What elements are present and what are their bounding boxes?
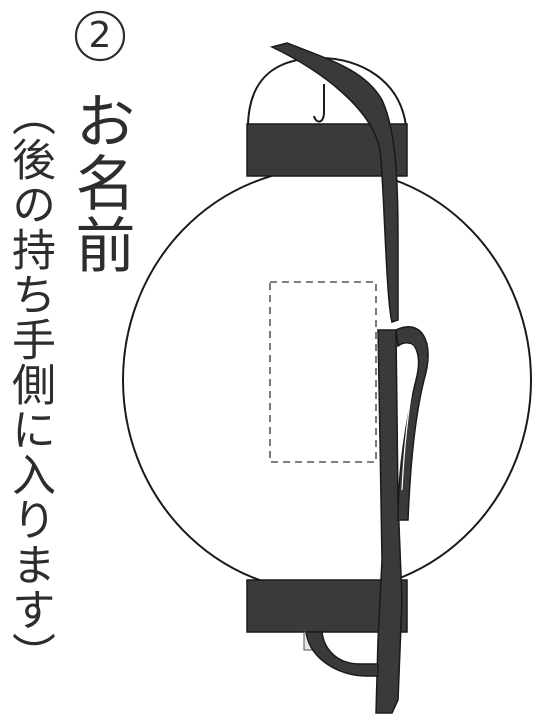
placement-note: （後の持ち手側に入ります）	[4, 92, 55, 677]
step-number: 2	[88, 15, 112, 56]
step-number-circle-icon	[74, 10, 126, 62]
lantern-body	[122, 167, 532, 593]
name-area	[269, 281, 377, 463]
handle-lower-strap	[375, 329, 403, 714]
handle-loop-inner	[401, 343, 417, 491]
hook-icon	[313, 84, 325, 123]
handle-loop	[395, 326, 429, 521]
page-title: お名前	[65, 90, 135, 276]
bottom-hook	[305, 631, 379, 677]
handle-strap	[269, 42, 399, 323]
